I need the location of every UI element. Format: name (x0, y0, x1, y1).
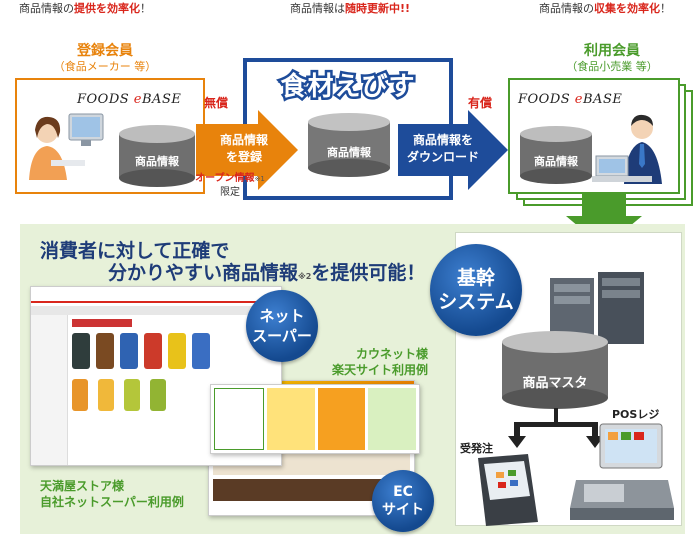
left-db-label: 商品情報 (135, 155, 179, 168)
tag-provide-efficiency: 商品情報の提供を効率化！ (19, 2, 151, 15)
pos-label: POSレジ (612, 408, 660, 421)
foods-ebase-logo: FOODS eBASE (77, 92, 182, 107)
order-terminal-icon (478, 454, 538, 526)
headline-line2: 分かりやすい商品情報※2を提供可能！ (108, 262, 426, 284)
kaunet-banner (210, 384, 420, 454)
user-member-subtitle: （食品小売業 等） (566, 60, 658, 73)
right-db-label: 商品情報 (534, 155, 578, 168)
tenmaya-caption: 天満屋ストア様自社ネットスーパー利用例 (40, 479, 184, 509)
pos-register-icon (570, 423, 674, 520)
foods-ebase-logo-right: FOODS eBASE (518, 92, 623, 107)
shokuzai-ebisu-title: 食材えびす (278, 70, 417, 105)
free-label: 無償 (204, 96, 229, 110)
headline-line1: 消費者に対して正確で (40, 240, 230, 262)
tag-updated: 商品情報は随時更新中!! (289, 2, 411, 15)
register-arrow-text: 商品情報を登録 (219, 133, 268, 164)
open-info-note: オープン情報※1 限定 (195, 173, 265, 198)
download-arrow (398, 110, 508, 190)
register-arrow (196, 110, 298, 190)
center-db-label: 商品情報 (327, 146, 371, 159)
registered-member-title: 登録会員 (77, 43, 133, 59)
user-member-title: 利用会員 (584, 43, 640, 59)
right-db-icon (520, 126, 592, 184)
woman-at-computer-icon (29, 113, 104, 180)
down-arrow (566, 194, 642, 248)
tag-collect-efficiency: 商品情報の収集を効率化！ (539, 2, 671, 15)
kaunet-caption: カウネット様楽天サイト利用例 (331, 347, 428, 377)
download-arrow-text: 商品情報をダウンロード (406, 133, 479, 164)
paid-label: 有償 (468, 96, 493, 110)
registered-member-subtitle: （食品メーカー 等） (53, 60, 157, 73)
user-member-card: FOODS eBASE 商品情報 (508, 78, 680, 194)
product-info-db-icon (119, 125, 195, 187)
center-db-icon (308, 113, 390, 177)
server-icon (550, 272, 644, 344)
net-super-bubble: ネットスーパー (246, 290, 318, 362)
master-db-label: 商品マスタ (522, 376, 588, 391)
core-system-bubble: 基幹システム (430, 244, 522, 336)
order-label: 受発注 (460, 442, 493, 455)
man-at-computer-icon (592, 114, 662, 184)
master-db-icon (502, 331, 608, 409)
registered-member-card: FOODS eBASE 商品情報 (15, 78, 205, 194)
